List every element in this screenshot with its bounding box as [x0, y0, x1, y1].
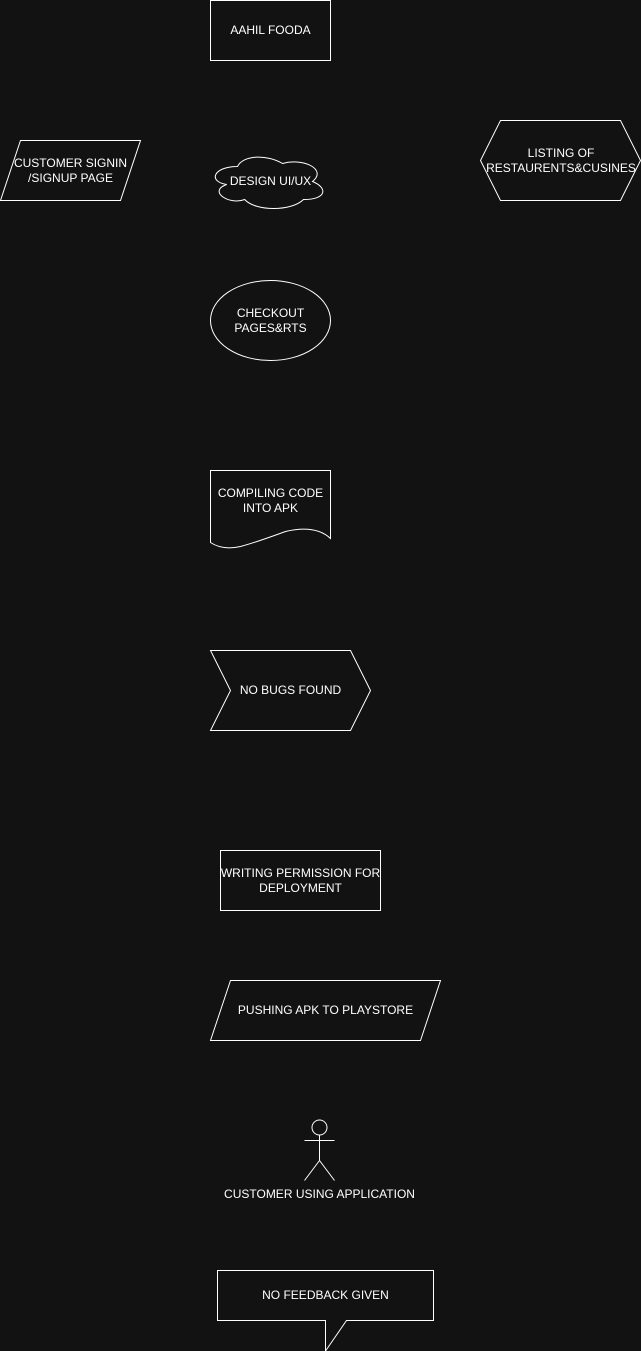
- listing-text: LISTING OF RESTAURENTS&CUSINES: [486, 145, 636, 175]
- nobugs-text: NO BUGS FOUND: [239, 683, 342, 697]
- permission-rectangle[interactable]: [220, 850, 381, 911]
- permission-text: WRITING PERMISSION FOR DEPLOYMENT: [220, 865, 381, 895]
- permission-label: WRITING PERMISSION FOR DEPLOYMENT: [220, 850, 381, 911]
- design-text: DESIGN UI/UX: [229, 174, 312, 188]
- title-rectangle[interactable]: [210, 0, 331, 61]
- compiling-label: COMPILING CODE INTO APK: [210, 470, 331, 531]
- signin-parallelogram[interactable]: [0, 140, 142, 201]
- feedback-text: NO FEEDBACK GIVEN: [262, 1288, 389, 1302]
- signin-text: CUSTOMER SIGNIN /SIGNUP PAGE: [13, 155, 128, 185]
- feedback-label: NO FEEDBACK GIVEN: [217, 1270, 434, 1321]
- design-label: DESIGN UI/UX: [210, 151, 331, 212]
- listing-label: LISTING OF RESTAURENTS&CUSINES: [481, 130, 641, 191]
- checkout-ellipse[interactable]: [210, 280, 331, 361]
- nobugs-step-shape[interactable]: [209, 650, 372, 731]
- signin-label: CUSTOMER SIGNIN /SIGNUP PAGE: [0, 140, 141, 201]
- pushing-label: PUSHING APK TO PLAYSTORE: [210, 980, 441, 1041]
- customer-text: CUSTOMER USING APPLICATION: [224, 1186, 415, 1201]
- design-cloud-shape[interactable]: [214, 156, 324, 209]
- title-label: AAHIL FOODA: [210, 0, 331, 61]
- listing-hexagon[interactable]: [479, 120, 641, 201]
- customer-label: CUSTOMER USING APPLICATION: [199, 1185, 440, 1203]
- checkout-text: CHECKOUT PAGES&RTS: [234, 305, 307, 335]
- feedback-callout-shape[interactable]: [217, 1270, 434, 1351]
- nobugs-label: NO BUGS FOUND: [230, 660, 351, 721]
- compiling-document-shape[interactable]: [210, 470, 331, 549]
- pushing-parallelogram[interactable]: [209, 980, 442, 1041]
- compiling-text: COMPILING CODE INTO APK: [217, 485, 324, 515]
- checkout-label: CHECKOUT PAGES&RTS: [210, 290, 331, 351]
- customer-actor-icon[interactable]: [304, 1119, 335, 1181]
- title-text: AAHIL FOODA: [230, 23, 311, 37]
- actor-right-leg: [319, 1160, 335, 1181]
- actor-left-leg: [304, 1160, 320, 1181]
- pushing-text: PUSHING APK TO PLAYSTORE: [237, 1003, 414, 1017]
